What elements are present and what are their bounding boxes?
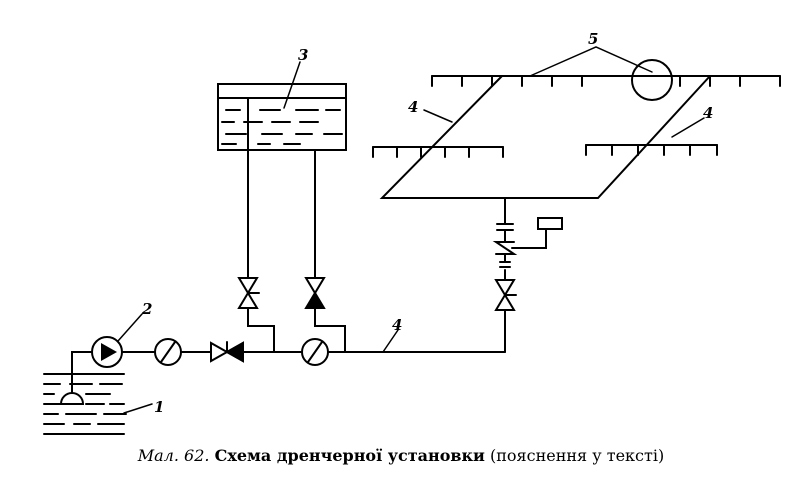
- sprinkler-line-right: [585, 144, 718, 156]
- label-4-right: 4: [703, 104, 713, 122]
- distribution-pipework: [379, 75, 711, 199]
- label-4-left: 4: [408, 98, 418, 116]
- figure-caption: Мал. 62. Схема дренчерної установки (поя…: [0, 446, 802, 465]
- label-1: 1: [154, 398, 164, 416]
- tank-valve-open: [237, 277, 260, 309]
- sprinkler-line-top: [431, 75, 781, 87]
- caption-note: (пояснення у тексті): [490, 446, 665, 465]
- riser-pipe: [492, 197, 563, 281]
- leader-lines: [423, 46, 705, 138]
- pump: [91, 313, 143, 368]
- flow-meter-1: [154, 338, 182, 366]
- tank-pipe-left: [247, 97, 275, 353]
- caption-title: Схема дренчерної установки: [214, 446, 485, 465]
- main-pipeline: [121, 309, 506, 353]
- water-source: [43, 373, 153, 435]
- flow-meter-2: [301, 338, 329, 366]
- water-tank: [217, 61, 347, 151]
- tank-valve-check: [304, 277, 326, 309]
- tank-pipe-right: [314, 149, 346, 353]
- sprinkler-line-left: [372, 146, 504, 158]
- label-5: 5: [588, 30, 598, 48]
- drencher-head-circle: [631, 59, 673, 101]
- label-3: 3: [298, 46, 308, 64]
- label-4-main: 4: [392, 316, 402, 334]
- suction-pipe: [59, 351, 93, 405]
- drencher-scheme-diagram: 1 2 3 4 4 4 5: [43, 30, 781, 435]
- main-valve: [210, 341, 244, 363]
- label-2: 2: [141, 300, 152, 318]
- riser-valve: [494, 279, 517, 311]
- caption-prefix: Мал. 62.: [137, 446, 210, 465]
